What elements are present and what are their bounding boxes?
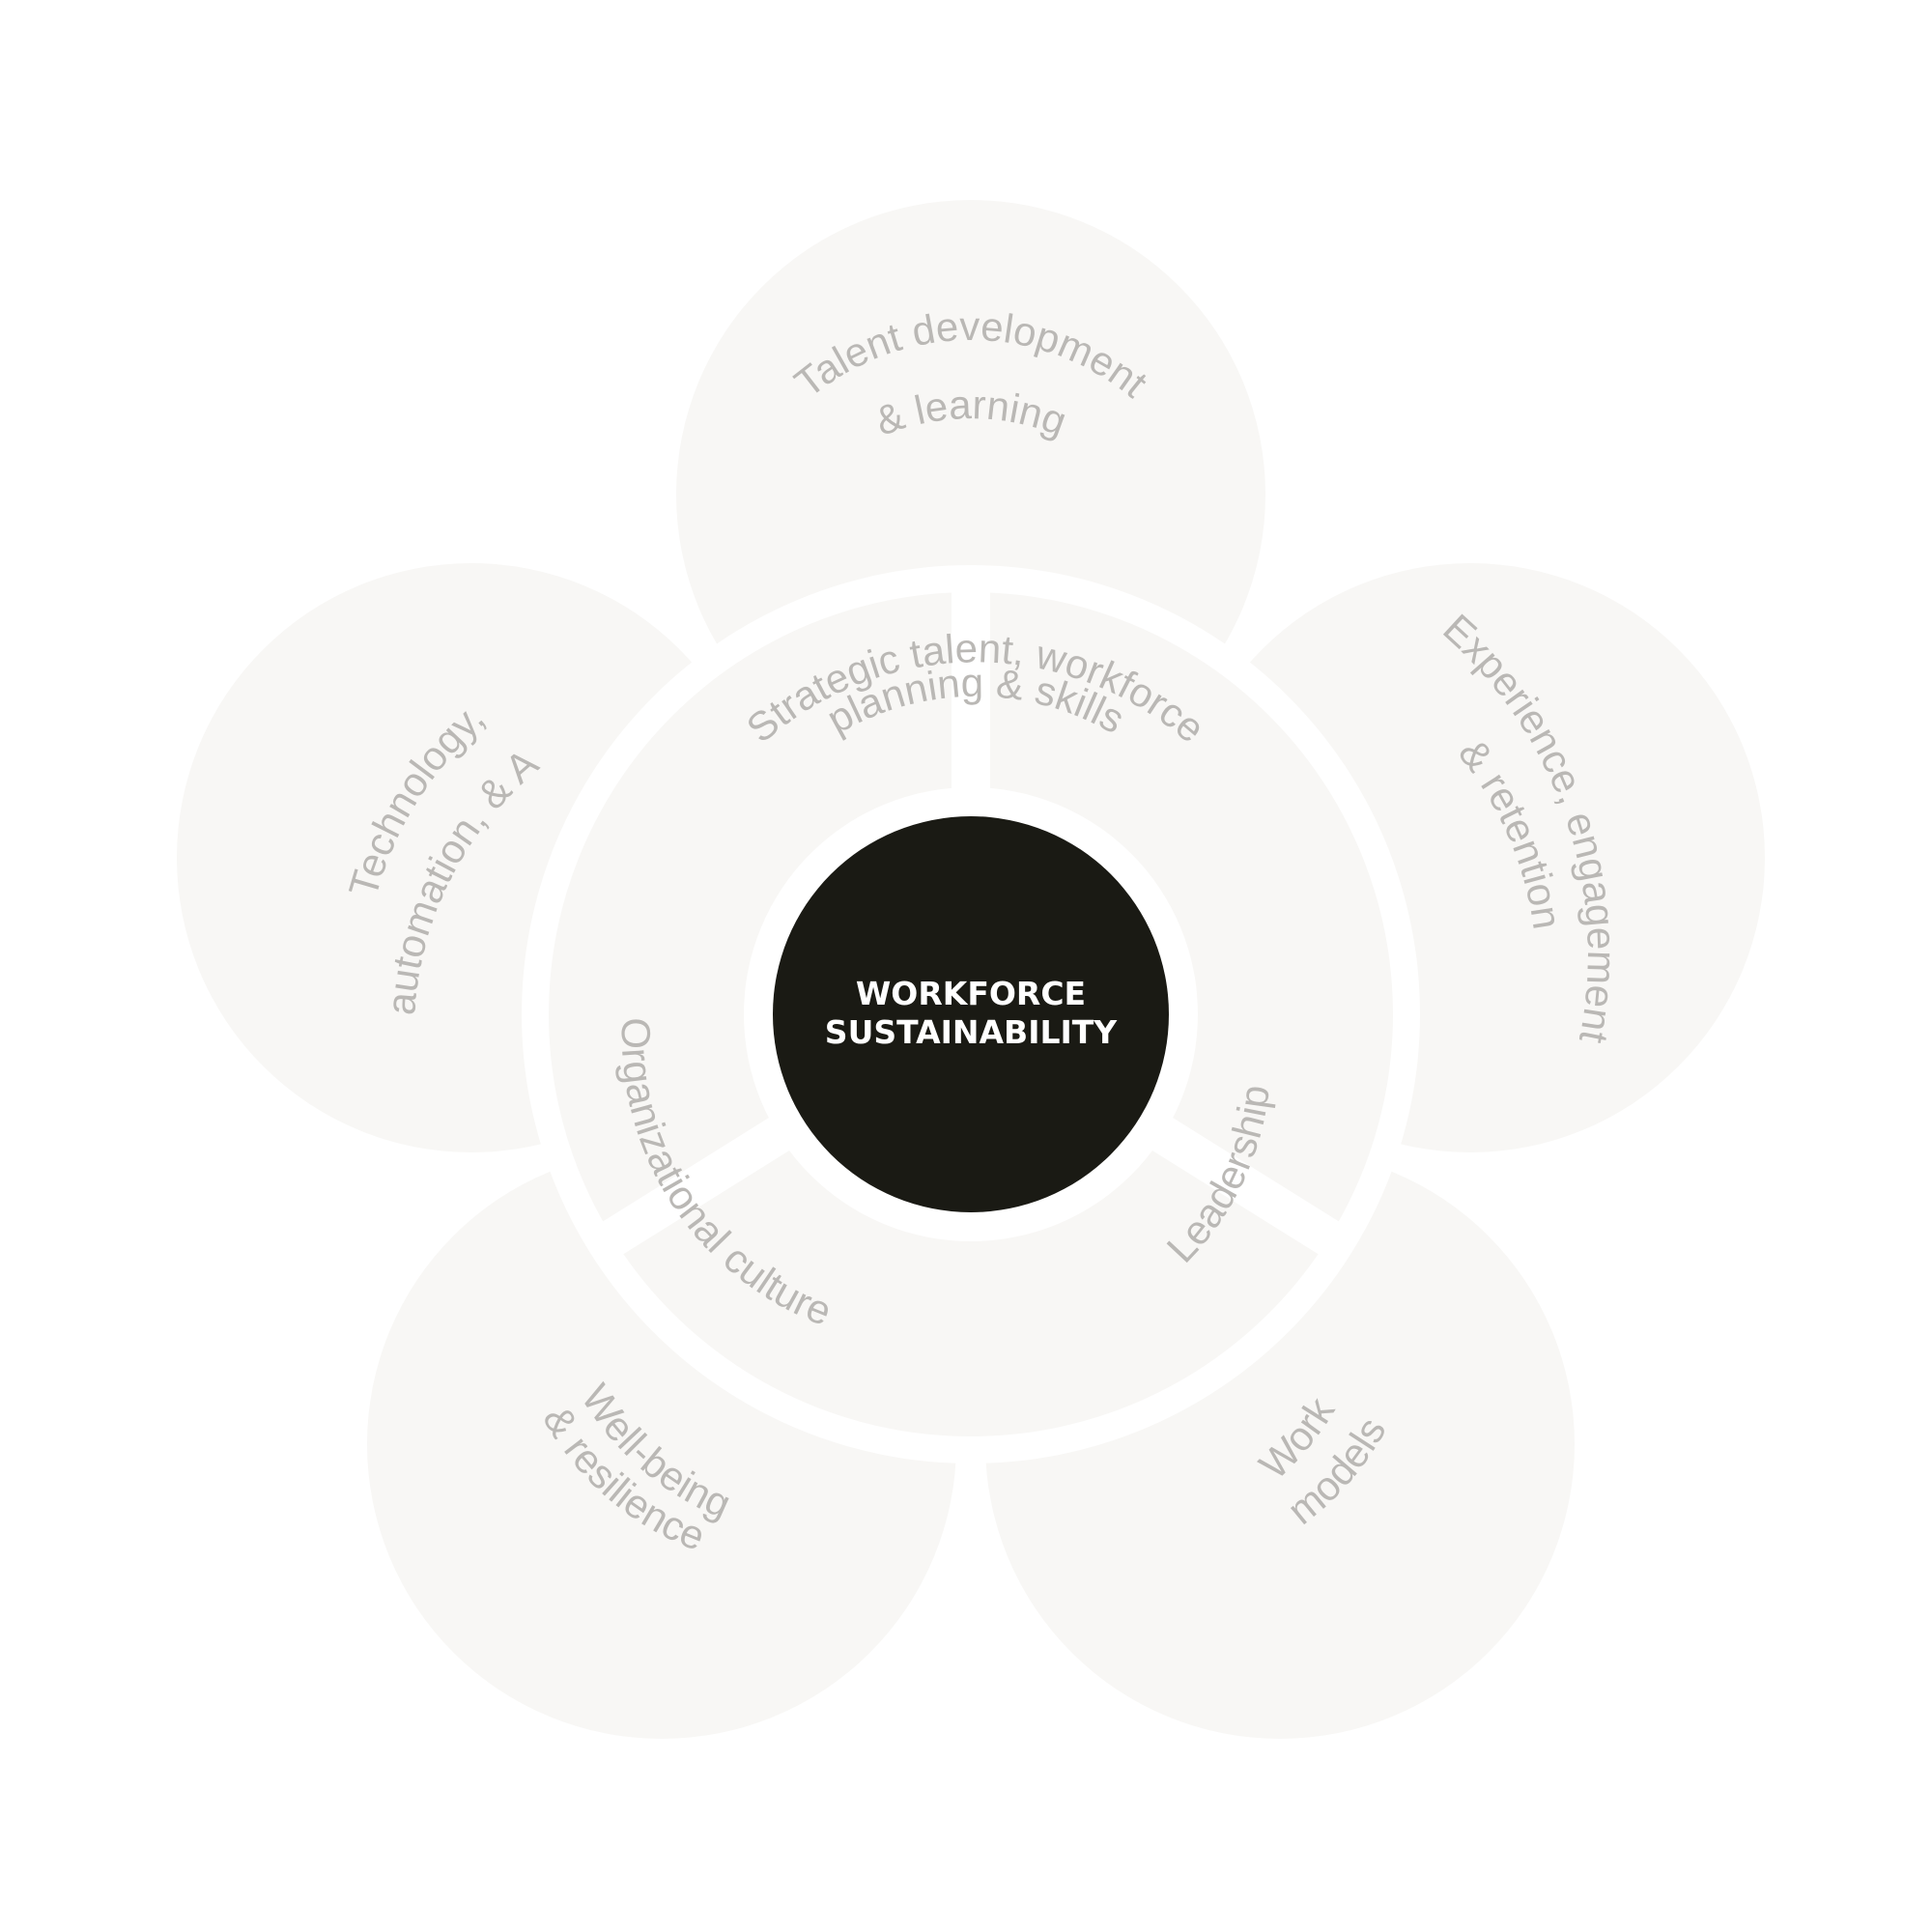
center-title-line-1: WORKFORCE [856, 975, 1086, 1012]
center-title-line-2: SUSTAINABILITY [825, 1013, 1119, 1051]
center-disk [773, 816, 1169, 1212]
